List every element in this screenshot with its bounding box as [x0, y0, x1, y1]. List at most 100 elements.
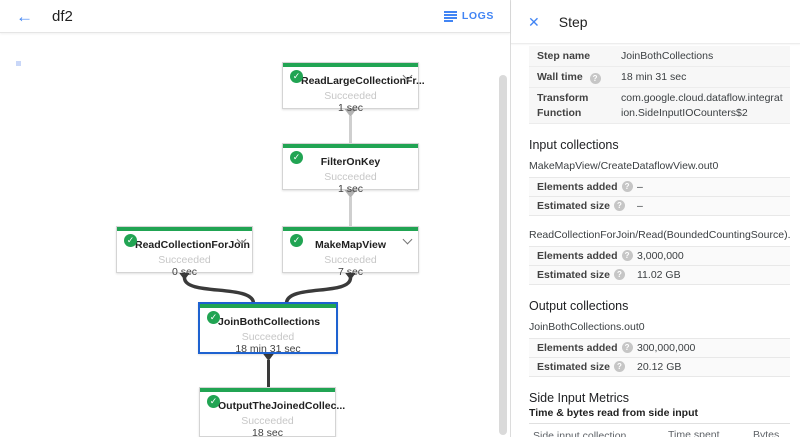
help-icon[interactable]: ? — [613, 269, 625, 281]
metric-label: Elements added ? — [537, 250, 637, 262]
logs-button[interactable]: LOGS — [438, 6, 500, 26]
node-time: 7 sec — [337, 266, 364, 278]
success-check-icon: ✓ — [290, 151, 303, 164]
node-title: OutputTheJoinedCollec... — [218, 400, 346, 412]
metric-row: Estimated size ? 20.12 GB — [529, 356, 790, 377]
node-status: Succeeded — [241, 331, 295, 343]
column-header: Side input collection — [533, 429, 627, 437]
side-input-metrics-table: Side input collection Time spent reading… — [529, 422, 790, 437]
node-status: Succeeded — [324, 254, 377, 266]
node-time: 18 sec — [252, 427, 283, 437]
side-input-table-header: Side input collection Time spent reading… — [529, 422, 790, 437]
node-time: 18 min 31 sec — [235, 343, 301, 355]
node-status-bar — [283, 63, 418, 67]
step-details-panel: ✕ Step Step name JoinBothCollections Wal… — [510, 0, 800, 437]
node-status: Succeeded — [324, 171, 377, 183]
success-check-icon: ✓ — [124, 234, 137, 247]
node-time: 1 sec — [337, 183, 364, 195]
collection-name: ReadCollectionForJoin/Read(BoundedCounti… — [529, 228, 790, 241]
node-title: FilterOnKey — [320, 156, 381, 168]
node-status: Succeeded — [241, 415, 294, 427]
detail-label: Transform Function — [537, 92, 589, 119]
graph-vertical-scrollbar[interactable] — [499, 75, 507, 435]
collection-metrics-table: Elements added ? 3,000,000 Estimated siz… — [529, 245, 790, 285]
canvas-artifact-dot — [16, 61, 21, 66]
step-panel-header: ✕ Step — [511, 0, 800, 44]
metric-label: Estimated size ? — [537, 269, 637, 281]
collection-metrics-table: Elements added ? – Estimated size ? – — [529, 176, 790, 216]
metric-row: Estimated size ? 11.02 GB — [529, 264, 790, 285]
collection-name: MakeMapView/CreateDataflowView.out0 — [529, 159, 719, 172]
graph-node-read-collection-for-join[interactable]: ✓ ReadCollectionForJoin Succeeded 0 sec — [116, 226, 253, 278]
help-icon[interactable]: ? — [589, 73, 601, 85]
logs-list-icon — [443, 10, 457, 22]
graph-edges — [178, 109, 357, 387]
input-collections-heading: Input collections — [529, 137, 619, 152]
chevron-down-icon[interactable] — [404, 236, 411, 243]
graph-pane: ← df2 LOGS — [0, 0, 510, 437]
detail-label: Step name — [537, 50, 591, 62]
detail-row: Transform Function com.google.cloud.data… — [529, 88, 790, 124]
detail-value: JoinBothCollections — [621, 50, 714, 62]
step-details-table: Step name JoinBothCollections Wall time … — [529, 46, 790, 124]
help-icon[interactable]: ? — [613, 361, 625, 373]
graph-node-make-map-view[interactable]: ✓ MakeMapView Succeeded 7 sec — [282, 226, 419, 278]
success-check-icon: ✓ — [207, 395, 220, 408]
node-title: ReadLargeCollectionFr... — [301, 75, 425, 87]
node-status: Succeeded — [158, 254, 211, 266]
node-title: ReadCollectionForJoin — [135, 239, 250, 251]
back-arrow-icon[interactable]: ← — [16, 6, 33, 26]
metric-row: Elements added ? 3,000,000 — [529, 245, 790, 265]
graph-node-output-the-joined-collection[interactable]: ✓ OutputTheJoinedCollec... Succeeded 18 … — [199, 387, 345, 437]
metric-value: – — [637, 199, 643, 212]
metric-row: Estimated size ? – — [529, 195, 790, 216]
pipeline-graph-canvas[interactable]: ✓ ReadLargeCollectionFr... Succeeded 1 s… — [0, 33, 510, 437]
output-collections-heading: Output collections — [529, 298, 629, 313]
step-panel-body[interactable]: Step name JoinBothCollections Wall time … — [511, 44, 800, 437]
metric-row: Elements added ? – — [529, 176, 790, 196]
metric-value: – — [637, 180, 643, 193]
help-icon[interactable]: ? — [621, 181, 633, 193]
close-icon[interactable]: ✕ — [528, 13, 540, 30]
job-toolbar: ← df2 LOGS — [0, 0, 510, 33]
help-icon[interactable]: ? — [613, 200, 625, 212]
graph-node-filter-on-key[interactable]: ✓ FilterOnKey Succeeded 1 sec — [282, 143, 419, 195]
metric-value: 3,000,000 — [637, 249, 684, 262]
metric-label: Estimated size ? — [537, 200, 637, 212]
node-status-bar — [200, 388, 335, 392]
help-icon[interactable]: ? — [621, 342, 633, 354]
node-status-bar — [283, 144, 418, 148]
collection-name: JoinBothCollections.out0 — [529, 320, 645, 333]
panel-title: Step — [558, 13, 588, 30]
success-check-icon: ✓ — [290, 70, 303, 83]
logs-button-label: LOGS — [461, 10, 494, 22]
help-icon[interactable]: ? — [621, 250, 633, 262]
node-status: Succeeded — [324, 90, 377, 102]
metric-value: 11.02 GB — [637, 268, 681, 281]
detail-value: com.google.cloud.dataflow.integration.Si… — [621, 92, 783, 119]
column-header: Bytes read — [753, 428, 780, 437]
node-title: MakeMapView — [314, 239, 386, 251]
node-status-bar — [117, 227, 252, 231]
success-check-icon: ✓ — [207, 311, 220, 324]
success-check-icon: ✓ — [290, 234, 303, 247]
graph-node-join-both-collections[interactable]: ✓ JoinBothCollections Succeeded 18 min 3… — [198, 302, 338, 355]
chevron-down-icon[interactable] — [404, 72, 411, 79]
metric-value: 20.12 GB — [637, 360, 682, 373]
node-time: 0 sec — [171, 266, 198, 278]
node-time: 1 sec — [337, 102, 364, 114]
side-input-metrics-subheading: Time & bytes read from side input — [529, 406, 699, 419]
detail-row: Step name JoinBothCollections — [529, 46, 790, 68]
column-header: Time spent reading — [668, 428, 720, 437]
metric-label: Estimated size ? — [537, 361, 637, 373]
detail-label: Wall time ? — [537, 70, 621, 85]
node-title: JoinBothCollections — [218, 316, 321, 328]
metric-label: Elements added ? — [537, 342, 637, 354]
node-status-bar — [283, 227, 418, 231]
graph-node-read-large-collection[interactable]: ✓ ReadLargeCollectionFr... Succeeded 1 s… — [282, 62, 425, 114]
side-input-metrics-heading: Side Input Metrics — [529, 390, 630, 405]
chevron-down-icon[interactable] — [238, 236, 245, 243]
collection-metrics-table: Elements added ? 300,000,000 Estimated s… — [529, 337, 790, 377]
metric-value: 300,000,000 — [637, 341, 696, 354]
